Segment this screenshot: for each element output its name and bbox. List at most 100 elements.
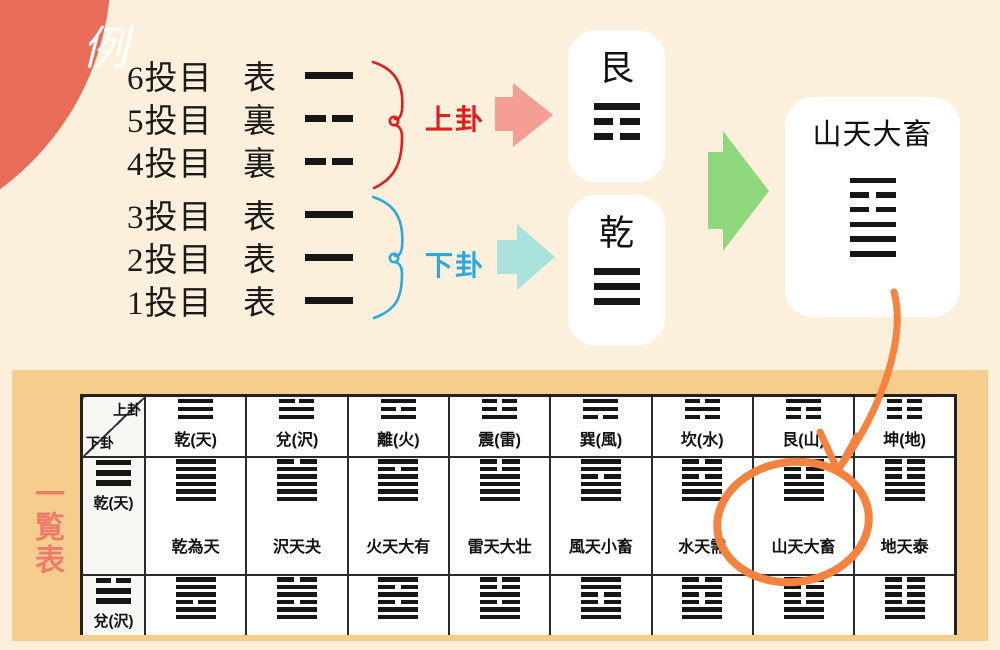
broken-line xyxy=(479,577,520,582)
hexagram-glyph xyxy=(349,576,448,621)
solid-line xyxy=(783,459,824,464)
solid-line xyxy=(583,398,619,404)
toss-row: 2投目表 xyxy=(127,235,367,279)
broken-line xyxy=(884,599,925,604)
solid-line xyxy=(96,459,131,466)
result-hexagram-card: 山天大畜 xyxy=(785,97,960,317)
solid-line xyxy=(849,177,896,184)
broken-line xyxy=(682,592,723,597)
solid-line xyxy=(175,466,216,471)
toss-row: 3投目表 xyxy=(127,192,367,236)
solid-line xyxy=(178,414,214,420)
solid-line xyxy=(580,496,621,501)
solid-line xyxy=(479,614,520,619)
broken-line xyxy=(378,466,419,471)
toss-face: 表 xyxy=(243,243,276,279)
hexagram-name: 水天需 xyxy=(678,538,727,556)
broken-line xyxy=(580,592,621,597)
trigram-glyph xyxy=(593,99,640,144)
broken-line xyxy=(884,474,925,479)
toss-line-symbol xyxy=(305,114,353,122)
broken-line xyxy=(682,474,723,479)
solid-line xyxy=(682,496,723,501)
solid-line xyxy=(884,496,925,501)
column-header: 艮(山) xyxy=(751,394,856,458)
upper-trigram-card: 艮 xyxy=(568,30,665,182)
toss-line-symbol xyxy=(305,71,353,79)
toss-face: 表 xyxy=(243,61,276,97)
broken-line xyxy=(580,599,621,604)
toss-face: 裏 xyxy=(243,147,276,183)
solid-line xyxy=(682,489,723,494)
hexagram-glyph xyxy=(450,576,549,621)
solid-line xyxy=(96,470,131,476)
solid-line xyxy=(378,496,419,501)
example-badge: 例 xyxy=(82,23,128,74)
hexagram-cell xyxy=(549,573,653,635)
broken-line xyxy=(380,406,416,412)
toss-number: 3投目 xyxy=(127,200,213,236)
solid-line xyxy=(378,489,419,494)
solid-line xyxy=(783,481,824,486)
hexagram-glyph xyxy=(146,458,245,503)
broken-line xyxy=(479,584,520,589)
upper-trigram-name: 艮 xyxy=(598,49,634,88)
header-row: 上卦 下卦 乾(天)兌(沢)離(火)震(雷)巽(風)坎(水)艮(山)坤(地) xyxy=(80,394,957,458)
trigram-glyph xyxy=(349,397,448,421)
solid-line xyxy=(583,406,619,412)
solid-line xyxy=(175,614,216,619)
column-header-label: 坎(水) xyxy=(680,432,724,450)
solid-line xyxy=(276,584,317,589)
trigram-glyph xyxy=(653,397,752,421)
solid-line xyxy=(175,607,216,612)
solid-line xyxy=(276,607,317,612)
toss-number: 5投目 xyxy=(127,104,213,140)
hexagram-name: 山天大畜 xyxy=(771,538,836,556)
toss-line-symbol xyxy=(305,157,353,165)
hexagram-glyph xyxy=(349,458,448,503)
hexagram-glyph xyxy=(855,458,954,503)
broken-line xyxy=(884,592,925,597)
column-header-label: 兌(沢) xyxy=(275,432,319,450)
upper-trigram-label: 上卦 xyxy=(425,104,486,135)
toss-number: 6投目 xyxy=(127,61,213,97)
column-header: 兌(沢) xyxy=(245,394,349,458)
hexagram-cell xyxy=(346,573,450,635)
row-label-text: 乾(天) xyxy=(93,495,134,513)
column-header-label: 巽(風) xyxy=(579,432,623,450)
row-label-text: 兌(沢) xyxy=(93,613,134,631)
table-row: 乾(天)乾為天沢天夬火天大有雷天大壮風天小畜水天需山天大畜地天泰 xyxy=(80,455,957,576)
result-arrow-icon xyxy=(708,131,769,251)
solid-line xyxy=(580,614,621,619)
solid-line xyxy=(178,398,214,404)
solid-line xyxy=(378,614,419,619)
solid-line xyxy=(479,607,520,612)
broken-line xyxy=(783,584,824,589)
solid-line xyxy=(378,459,419,464)
broken-line xyxy=(479,459,520,464)
broken-line xyxy=(783,474,824,479)
broken-line xyxy=(279,398,315,404)
solid-line xyxy=(580,489,621,494)
hexagram-glyph xyxy=(247,458,346,503)
column-header: 坎(水) xyxy=(650,394,754,458)
broken-line xyxy=(276,599,317,604)
solid-line xyxy=(96,480,131,486)
toss-number: 4投目 xyxy=(127,147,213,183)
broken-line xyxy=(783,599,824,604)
trigram-glyph xyxy=(551,397,650,421)
solid-line xyxy=(380,414,416,420)
broken-line xyxy=(479,466,520,471)
broken-line xyxy=(783,466,824,471)
hexagram-cell: 乾為天 xyxy=(143,455,248,576)
column-header-label: 震(雷) xyxy=(478,432,521,450)
solid-line xyxy=(479,474,520,479)
solid-line xyxy=(783,607,824,612)
solid-line xyxy=(479,481,520,486)
column-header: 震(雷) xyxy=(447,394,552,458)
solid-line xyxy=(175,474,216,479)
trigram-glyph xyxy=(754,397,853,421)
broken-line xyxy=(682,459,723,464)
trigram-glyph xyxy=(450,397,549,421)
